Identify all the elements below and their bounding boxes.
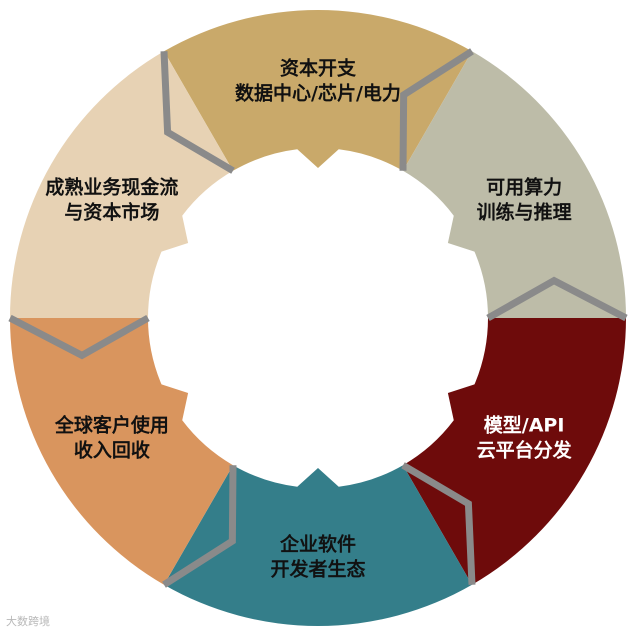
divider-software xyxy=(401,462,476,585)
label-cashflow-line-1: 成熟业务现金流 xyxy=(45,176,178,199)
label-software-line-1: 企业软件 xyxy=(279,533,356,556)
label-capex: 资本开支数据中心/芯片/电力 xyxy=(235,57,401,105)
label-cashflow: 成熟业务现金流与资本市场 xyxy=(45,176,178,224)
label-compute-line-1: 可用算力 xyxy=(486,176,562,199)
watermark: 大数跨境 xyxy=(6,615,50,628)
divider-revenue xyxy=(162,465,237,588)
segment-software xyxy=(164,465,472,627)
label-model-line-2: 云平台分发 xyxy=(477,439,573,462)
label-revenue-line-2: 收入回收 xyxy=(74,439,150,462)
dividers-layer xyxy=(8,48,628,588)
segment-model xyxy=(403,318,626,585)
divider-capex xyxy=(160,51,235,174)
divider-cashflow xyxy=(8,314,150,360)
segment-cashflow xyxy=(10,51,233,318)
label-software-line-2: 开发者生态 xyxy=(270,558,365,581)
segment-compute xyxy=(403,51,626,318)
divider-compute xyxy=(399,48,474,171)
label-capex-line-1: 资本开支 xyxy=(280,57,357,80)
label-software: 企业软件开发者生态 xyxy=(270,533,365,581)
label-model-line-1: 模型/API xyxy=(484,414,565,437)
divider-model xyxy=(486,276,628,322)
label-cashflow-line-2: 与资本市场 xyxy=(64,201,159,224)
segment-revenue xyxy=(10,318,233,585)
segments-layer xyxy=(10,9,626,627)
label-capex-line-2: 数据中心/芯片/电力 xyxy=(235,82,401,105)
label-compute: 可用算力训练与推理 xyxy=(477,176,572,224)
label-compute-line-2: 训练与推理 xyxy=(477,201,572,224)
segment-capex xyxy=(164,9,472,171)
label-revenue-line-1: 全球客户使用 xyxy=(54,414,169,437)
label-revenue: 全球客户使用收入回收 xyxy=(54,414,169,462)
